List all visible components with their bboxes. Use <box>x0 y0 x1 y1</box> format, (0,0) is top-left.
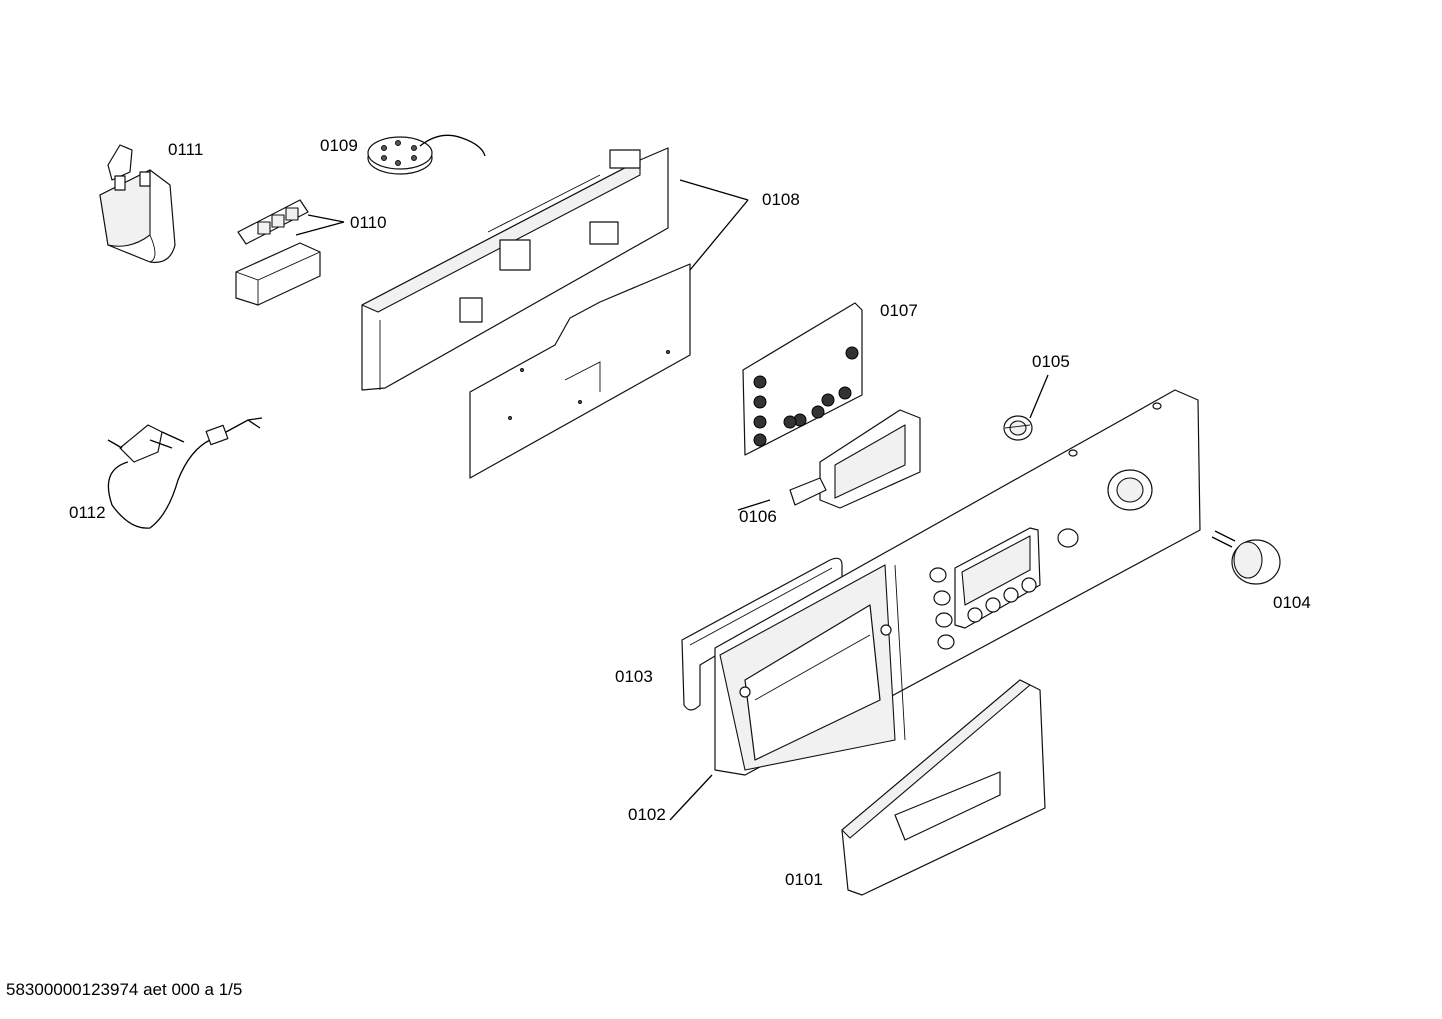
part-0109-buzzer <box>367 134 486 175</box>
part-0101-drawer-handle <box>841 679 1046 896</box>
label-0101: 0101 <box>785 870 823 889</box>
label-0107: 0107 <box>880 301 918 320</box>
label-0109: 0109 <box>320 136 358 155</box>
part-0112-power-cord <box>107 417 263 529</box>
leader-lines <box>295 179 1049 821</box>
label-0103: 0103 <box>615 667 653 686</box>
label-0106: 0106 <box>739 507 777 526</box>
part-0102-fascia <box>714 389 1201 776</box>
part-0111-filter <box>99 144 176 263</box>
label-0102: 0102 <box>628 805 666 824</box>
label-0108: 0108 <box>762 190 800 209</box>
part-0104-knob <box>1211 530 1281 585</box>
label-0111: 0111 <box>168 140 203 159</box>
part-0106-display <box>789 409 921 509</box>
label-0105: 0105 <box>1032 352 1070 371</box>
label-0110: 0110 <box>350 213 387 232</box>
drawing-reference-number: 58300000123974 aet 000 a 1/5 <box>6 980 243 999</box>
part-0108-housing <box>361 147 669 391</box>
label-0104: 0104 <box>1273 593 1311 612</box>
part-0108-pcb <box>469 263 691 479</box>
part-0107-controller-board <box>742 302 863 456</box>
label-0112: 0112 <box>69 503 106 522</box>
part-0105-insert <box>1003 415 1033 441</box>
part-0110-relay-board <box>235 199 321 306</box>
part-labels: 0101 0102 0103 0104 0105 0106 0107 0108 … <box>69 136 1311 889</box>
